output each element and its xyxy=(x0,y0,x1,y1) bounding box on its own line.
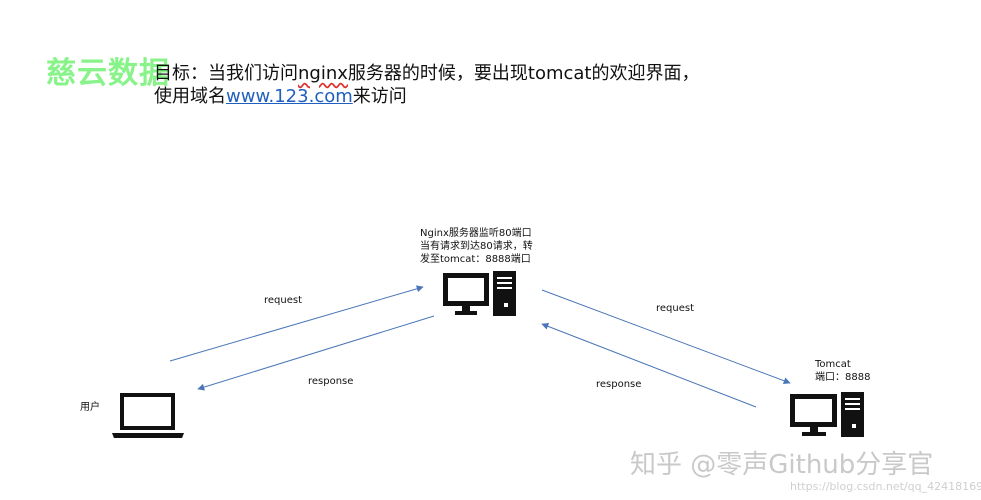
arrow-label-tomcat-to-nginx: response xyxy=(596,379,642,390)
goal-line-1: 目标：当我们访问nginx服务器的时候，要出现tomcat的欢迎界面， xyxy=(154,62,700,85)
goal-line-1-suffix: 服务器的时候，要出现tomcat的欢迎界面， xyxy=(347,63,700,84)
arrow-label-user-to-nginx: request xyxy=(264,295,303,306)
nginx-description: Nginx服务器监听80端口 当有请求到达80请求，转 发至tomcat：888… xyxy=(420,227,533,266)
tomcat-desc-line-1: Tomcat xyxy=(815,359,851,370)
nginx-desc-line-3: 发至tomcat：8888端口 xyxy=(420,254,531,265)
arrow-nginx-to-tomcat xyxy=(541,289,791,385)
nginx-computer-icon xyxy=(443,271,516,316)
arrow-nginx-to-user xyxy=(197,315,435,391)
watermark-logo: 慈云数据 xyxy=(46,56,170,91)
arrow-user-to-nginx xyxy=(169,285,424,362)
arrow-label-nginx-to-user: response xyxy=(308,376,354,387)
user-label: 用户 xyxy=(80,402,100,413)
watermark-csdn: https://blog.csdn.net/qq_42418169 xyxy=(790,480,981,493)
watermark-zhihu: 知乎 @零声Github分享官 xyxy=(630,450,934,480)
arrow-tomcat-to-nginx xyxy=(541,323,757,408)
goal-line-2-suffix: 来访问 xyxy=(352,86,407,107)
goal-line-1-prefix: 目标：当我们访问 xyxy=(154,63,298,84)
goal-nginx-word: nginx xyxy=(298,63,348,84)
user-laptop-icon xyxy=(112,393,184,438)
nginx-desc-line-1: Nginx服务器监听80端口 xyxy=(420,228,532,239)
tomcat-description: Tomcat 端口：8888 xyxy=(815,358,870,384)
tomcat-desc-line-2: 端口：8888 xyxy=(815,372,871,383)
goal-text: 目标：当我们访问nginx服务器的时候，要出现tomcat的欢迎界面， 使用域名… xyxy=(154,62,700,108)
goal-line-2: 使用域名www.123.com来访问 xyxy=(154,85,700,108)
domain-link[interactable]: www.123.com xyxy=(226,86,353,107)
arrow-label-nginx-to-tomcat: request xyxy=(656,303,695,314)
tomcat-computer-icon xyxy=(790,392,864,437)
goal-line-2-prefix: 使用域名 xyxy=(154,86,226,107)
nginx-desc-line-2: 当有请求到达80请求，转 xyxy=(420,241,533,252)
